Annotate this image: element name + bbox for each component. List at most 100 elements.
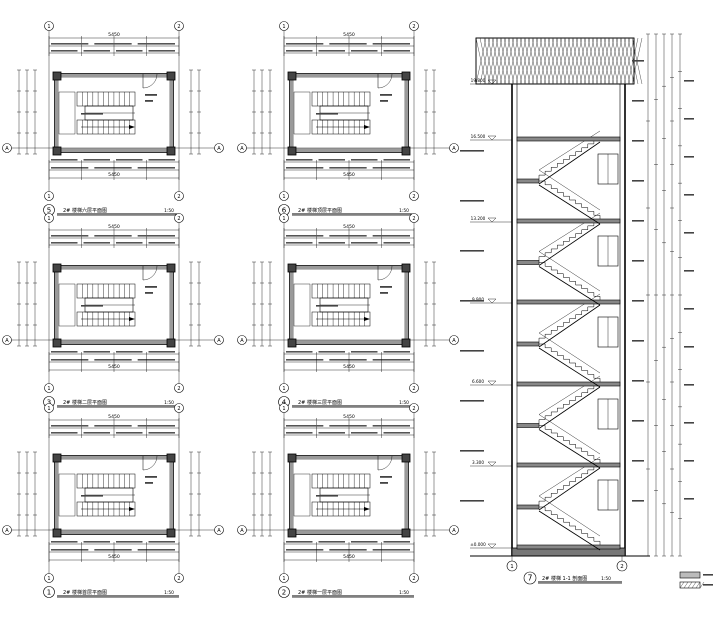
axis-bottom-1-circle <box>44 383 54 393</box>
dim-numeral <box>51 541 78 543</box>
axis-left-A-circle <box>2 335 12 345</box>
dim-overall-top: 5450 <box>108 224 120 230</box>
wall-hatch-bottom <box>290 531 408 534</box>
roof-hatch <box>527 37 539 85</box>
stair-run-upper <box>76 283 136 299</box>
level-mark: 9.900 <box>472 297 484 302</box>
plan-number-4-text: 4 <box>282 399 287 407</box>
axis-top-2-text: 2 <box>412 406 415 412</box>
landing-note <box>81 305 103 307</box>
axis-top-2-text: 2 <box>412 24 415 30</box>
dim-numeral <box>51 549 89 551</box>
dim-numeral <box>286 549 324 551</box>
axis-top-1-circle <box>44 21 54 31</box>
axis-bottom-2-text: 2 <box>177 194 180 200</box>
dim-numeral <box>116 432 143 434</box>
elev-note <box>684 194 694 196</box>
dim-numerals-bottom-2 <box>286 167 410 169</box>
mid-landing <box>516 504 540 510</box>
dim-numeral <box>351 50 378 52</box>
dim-overall-top: 5450 <box>343 32 355 38</box>
dim-numerals-bottom <box>51 351 175 353</box>
room-note <box>145 94 157 96</box>
dim-numeral <box>329 359 367 361</box>
elev-note <box>684 384 694 386</box>
dim-numeral <box>51 167 89 169</box>
stair-run-upper <box>76 473 136 489</box>
axis-left-A-text: A <box>5 528 9 534</box>
section-axis-2-text: 2 <box>620 564 624 570</box>
legend-hatch <box>695 581 701 589</box>
dim-numeral <box>383 351 410 353</box>
roof-hatch <box>559 37 571 85</box>
left-note <box>460 300 484 302</box>
dim-numeral <box>383 242 410 244</box>
axis-right-A-text: A <box>217 528 221 534</box>
stair-flight-treads <box>538 139 600 179</box>
column <box>401 146 411 156</box>
axis-left-A-text: A <box>240 338 244 344</box>
roof-hatch <box>591 37 603 85</box>
column <box>287 146 297 156</box>
dim-numerals-bottom-2 <box>51 359 175 361</box>
dim-numeral <box>51 50 78 52</box>
axis-bottom-1-text: 1 <box>47 386 50 392</box>
level-triangle <box>487 298 497 304</box>
dim-numeral <box>372 235 410 237</box>
dim-numerals-bottom-2 <box>286 359 410 361</box>
dim-numeral <box>383 159 410 161</box>
axis-left-A-circle <box>237 525 247 535</box>
level-mark: 13.200 <box>471 216 486 221</box>
dim-numeral <box>286 235 324 237</box>
dim-numeral <box>94 167 132 169</box>
axis-bottom-1-text: 1 <box>282 576 285 582</box>
dim-numerals-top <box>51 43 175 45</box>
column <box>52 528 62 538</box>
stair-flight-treads <box>538 302 600 342</box>
axis-bottom-1-text: 1 <box>282 194 285 200</box>
room-note <box>380 94 392 96</box>
plan-title: 2# 楼梯二层平面图 <box>63 399 107 406</box>
axis-right-A-circle <box>214 525 224 535</box>
axis-bottom-1-circle <box>279 191 289 201</box>
plan-title: 2# 楼梯三层平面图 <box>298 399 342 406</box>
elev-note <box>632 340 644 342</box>
plan-number-1-text: 1 <box>47 589 51 597</box>
plan-title: 2# 楼梯首层平面图 <box>63 589 107 596</box>
axis-bottom-2-text: 2 <box>177 386 180 392</box>
axis-bottom-2-circle <box>409 191 419 201</box>
axis-bottom-2-text: 2 <box>412 194 415 200</box>
door-swing <box>142 73 158 89</box>
stair-flight <box>538 293 601 388</box>
column <box>166 453 176 463</box>
dim-numeral <box>286 432 313 434</box>
mid-landing <box>516 260 540 265</box>
stair-flight <box>538 130 601 225</box>
door-swing <box>142 265 158 281</box>
handrail <box>538 495 601 537</box>
wall-hatch-left <box>290 266 293 344</box>
handrail <box>538 251 601 292</box>
mid-landing <box>516 178 540 184</box>
wall-hatch-right <box>405 266 408 344</box>
roof-hatch <box>619 37 631 85</box>
axis-bottom-2-text: 2 <box>412 386 415 392</box>
wall-hatch-top <box>290 74 408 77</box>
roof-hatch <box>555 37 567 85</box>
roof-block <box>475 37 635 85</box>
room-note <box>380 482 388 484</box>
hatch-legend <box>679 571 713 589</box>
roof-hatch <box>503 37 515 85</box>
axis-left-A-circle <box>237 335 247 345</box>
legend-swatch-1 <box>679 571 701 579</box>
roof-hatch <box>567 37 579 85</box>
axis-top-1-text: 1 <box>47 406 50 412</box>
axis-top-1-circle <box>44 403 54 413</box>
dim-numeral <box>137 425 175 427</box>
section-number-circle <box>523 571 537 585</box>
dim-numeral <box>351 541 378 543</box>
level-triangle <box>487 135 497 141</box>
axis-top-1-circle <box>279 213 289 223</box>
floor-slab <box>516 462 621 468</box>
stair-soffit <box>538 347 601 388</box>
